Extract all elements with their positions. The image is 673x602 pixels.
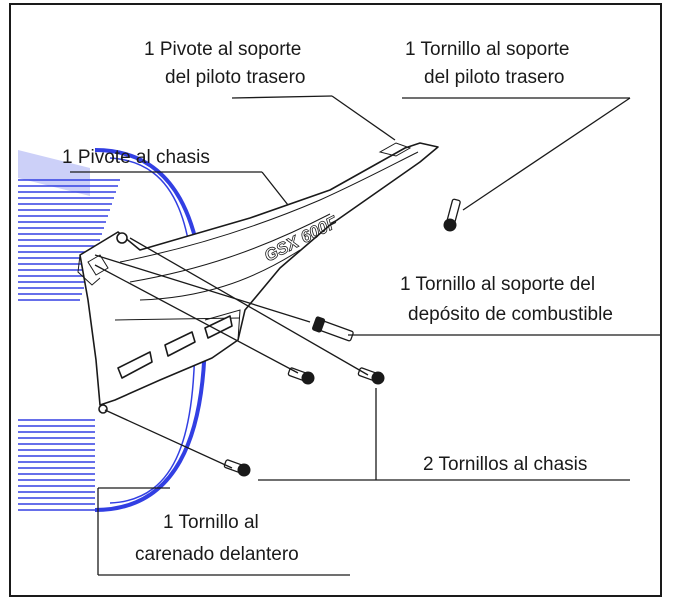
bolt-rear-support [443, 198, 461, 232]
label-pivot-chassis: 1 Pivote al chasis [62, 147, 210, 168]
watermark-logo [18, 148, 208, 512]
bolt-front-fairing [223, 459, 251, 477]
label-screw-rear-support-1: 1 Tornillo al soporte [405, 39, 569, 60]
side-cover-panel: GSX 600F [77, 142, 439, 414]
label-screw-fuel-tank-2: depósito de combustible [408, 304, 613, 325]
label-screw-front-fairing-2: carenado delantero [135, 544, 299, 565]
label-pivot-rear-support-2: del piloto trasero [165, 67, 305, 88]
label-screws-chassis: 2 Tornillos al chasis [423, 454, 587, 475]
label-screw-front-fairing-1: 1 Tornillo al [163, 512, 259, 533]
diagram-frame [9, 3, 662, 597]
label-screw-rear-support-2: del piloto trasero [424, 67, 564, 88]
label-screw-fuel-tank-1: 1 Tornillo al soporte del [400, 274, 595, 295]
bolt-chassis-1 [287, 367, 315, 385]
bolt-chassis-2 [357, 367, 385, 385]
bolt-fuel-tank [312, 316, 354, 342]
leader-lines [70, 95, 660, 576]
label-pivot-rear-support-1: 1 Pivote al soporte [144, 39, 301, 60]
